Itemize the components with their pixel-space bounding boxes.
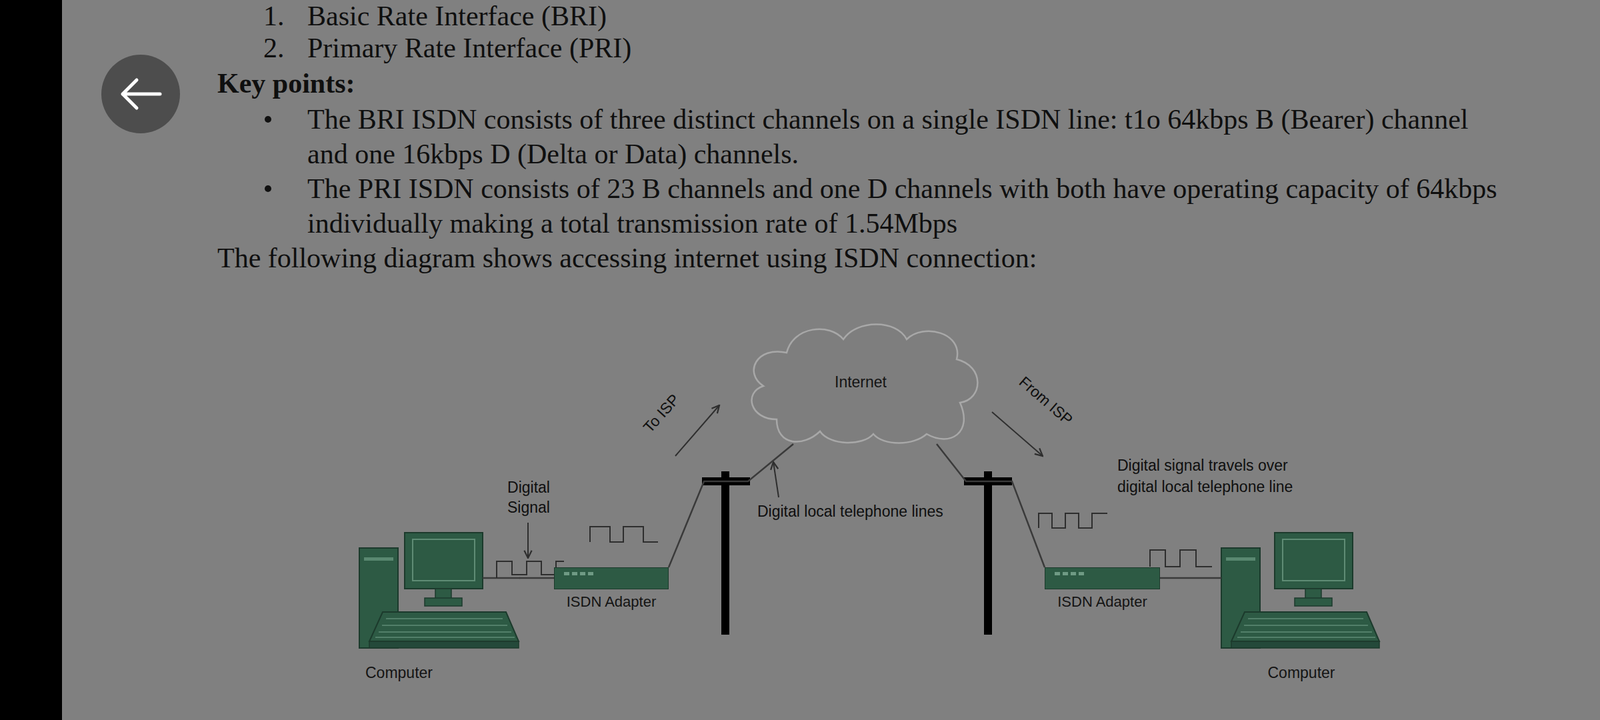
monitor: [1274, 532, 1353, 589]
list-number: 1.: [263, 0, 285, 34]
monitor-base: [424, 598, 462, 606]
digital-signal-wave: [1038, 513, 1108, 528]
side-bar: [0, 0, 62, 720]
adapter-light: [1062, 572, 1068, 576]
telephone-line: [519, 577, 554, 580]
adapter-body: [1044, 567, 1160, 590]
adapter-label: ISDN Adapter: [554, 592, 669, 611]
computer-label: Computer: [1221, 663, 1382, 682]
telephone-pole: [721, 471, 730, 635]
keyboard-edge: [1231, 641, 1380, 648]
direction-label: From ISP: [1015, 372, 1077, 430]
computer-cable: [482, 577, 520, 580]
telephone-pole: [984, 471, 992, 635]
digital-signal-wave: [1150, 550, 1212, 567]
keyboard-keys: [375, 618, 515, 638]
adapter-light: [1054, 572, 1060, 576]
direction-label: To ISP: [639, 390, 684, 436]
section-heading: Key points:: [217, 66, 356, 101]
telephone-line: [936, 444, 1045, 568]
internet-cloud: Internet: [736, 319, 985, 444]
back-arrow-icon: [122, 80, 160, 108]
computer: Computer: [359, 530, 520, 686]
isdn-adapter: ISDN Adapter: [554, 567, 669, 611]
cloud-shape: [752, 324, 978, 444]
keyboard: [1231, 612, 1380, 642]
adapter-light: [564, 572, 570, 576]
computer: Computer: [1221, 530, 1382, 686]
bullet-text: The PRI ISDN consists of 23 B channels a…: [307, 171, 1501, 241]
direction-arrow: [992, 412, 1043, 456]
list-item: Basic Rate Interface (BRI): [307, 0, 607, 34]
monitor: [404, 532, 483, 589]
monitor-screen: [1282, 539, 1345, 581]
monitor-screen: [412, 539, 475, 581]
telephone-line: [1160, 577, 1222, 580]
drive-slot: [1226, 557, 1256, 561]
leader-arrow: [773, 462, 779, 498]
adapter-body: [554, 567, 669, 590]
list-item: Primary Rate Interface (PRI): [307, 30, 632, 66]
computer-label: Computer: [359, 663, 520, 682]
direction-arrow: [675, 405, 720, 456]
cloud-label: Internet: [834, 372, 887, 392]
list-number: 2.: [263, 30, 285, 66]
drive-slot: [364, 557, 394, 561]
adapter-light: [572, 572, 578, 576]
adapter-light: [580, 572, 586, 576]
adapter-light: [588, 572, 594, 576]
bullet-dot: [264, 185, 272, 192]
isdn-adapter: ISDN Adapter: [1044, 567, 1160, 611]
digital-signal-wave: [590, 526, 658, 542]
computer-illustration: [359, 532, 519, 648]
keyboard-keys: [1237, 618, 1376, 638]
callout-label: Digital signal travels over digital loca…: [1117, 454, 1294, 498]
callout-label: Digital local telephone lines: [757, 501, 951, 522]
leader-arrow: [527, 522, 529, 558]
adapter-light: [1070, 572, 1076, 576]
callout-label: Digital Signal: [495, 477, 562, 518]
keyboard-edge: [369, 641, 519, 648]
keyboard: [369, 612, 519, 642]
bullet-dot: [264, 116, 272, 123]
adapter-label: ISDN Adapter: [1044, 592, 1160, 611]
paragraph: The following diagram shows accessing in…: [217, 240, 1037, 276]
computer-illustration: [1221, 532, 1380, 648]
monitor-base: [1294, 598, 1332, 606]
back-button: [101, 54, 180, 134]
bullet-text: The BRI ISDN consists of three distinct …: [307, 102, 1501, 172]
adapter-light: [1078, 572, 1084, 576]
